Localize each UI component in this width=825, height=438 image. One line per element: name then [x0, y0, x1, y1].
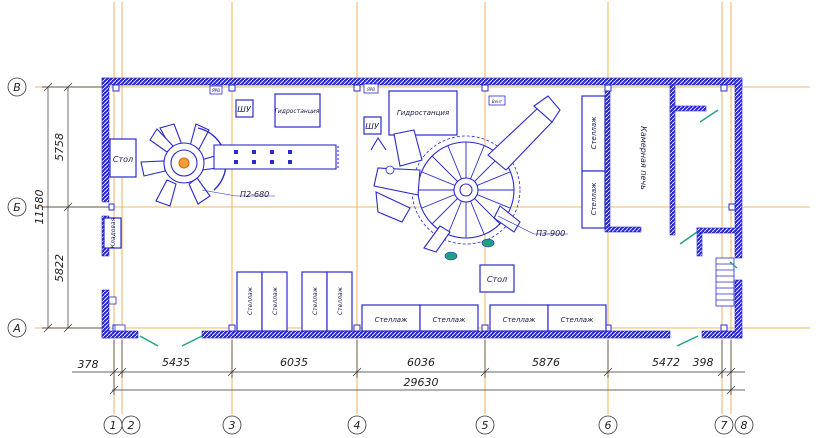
- press-2-label: П3-900: [536, 229, 565, 238]
- dimension-5876: 5876: [532, 356, 560, 369]
- rack-shelf-1-label: Стеллаж: [247, 286, 254, 315]
- rack-bottom-4-label: Стеллаж: [561, 316, 595, 324]
- dimension-6035: 6035: [280, 356, 308, 369]
- stand-table: Стол: [109, 138, 137, 178]
- cabinet-shu-2-label: ШУ: [365, 122, 380, 131]
- rack-shelf-2-label: Стеллаж: [272, 286, 279, 315]
- column-label-2: 2: [128, 419, 135, 432]
- table-center-label: Стол: [487, 275, 507, 284]
- furnace-label: Камерная печь: [639, 126, 648, 190]
- small-box-2-label: ЯРВ: [366, 87, 375, 92]
- column-markers: 1 2 3 4 5 6 7 8: [103, 415, 754, 435]
- row-label-a: А: [12, 322, 21, 335]
- hydrostation-2-label: Гидростанция: [397, 109, 449, 117]
- dimension-height-top: 5758: [53, 133, 66, 161]
- row-label-b: Б: [13, 201, 21, 214]
- small-box-3-label: Вент: [492, 99, 503, 104]
- small-details: [108, 165, 395, 332]
- stand-label: Стол: [113, 155, 133, 164]
- rack-bottom-1-label: Стеллаж: [375, 316, 409, 324]
- dimension-overall-height: 11580: [33, 190, 46, 225]
- vertical-dimensions: [42, 82, 110, 333]
- column-label-6: 6: [605, 419, 612, 432]
- dimension-398: 398: [693, 356, 714, 369]
- side-box: Кладовая: [103, 217, 122, 249]
- cabinet-shu-2: ШУ: [363, 116, 382, 135]
- dimension-378: 378: [78, 358, 99, 371]
- rack-bottom-2-label: Стеллаж: [433, 316, 467, 324]
- column-pads: [108, 84, 736, 332]
- hydrostation-2: Гидростанция: [388, 90, 458, 136]
- small-box-2: ЯРВ: [363, 83, 379, 94]
- rack-right-1: Стеллаж: [581, 95, 606, 172]
- door-swings: [139, 109, 738, 347]
- small-box-1: ЯРВ: [209, 85, 223, 95]
- column-label-3: 3: [229, 419, 236, 432]
- rotary-press-2: [370, 95, 561, 253]
- floor-racks: Стеллаж Стеллаж Стеллаж Стеллаж: [361, 304, 607, 332]
- stairs: [715, 257, 735, 307]
- cabinet-shu-1: ШУ: [235, 99, 254, 118]
- hydrostation-1-label: Гидростанция: [275, 108, 320, 115]
- shelf-racks: Стеллаж Стеллаж Стеллаж Стеллаж: [236, 271, 353, 332]
- dimension-5472: 5472: [652, 356, 680, 369]
- dimension-height-bottom: 5822: [53, 254, 66, 282]
- small-box-3: Вент: [488, 95, 506, 106]
- rack-right-2-label: Стеллаж: [590, 182, 598, 216]
- rack-bottom-3-label: Стеллаж: [503, 316, 537, 324]
- rack-right-2: Стеллаж: [581, 170, 606, 229]
- table-center: Стол: [479, 264, 515, 293]
- horizontal-dimensions: [72, 340, 745, 395]
- column-label-7: 7: [721, 419, 728, 432]
- dimension-6036: 6036: [407, 356, 435, 369]
- press-1-label: П2-680: [240, 190, 269, 199]
- rack-right-1-label: Стеллаж: [590, 116, 598, 150]
- column-label-8: 8: [741, 419, 748, 432]
- small-box-1-label: ЯРВ: [211, 88, 220, 93]
- dimension-overall-length: 29630: [404, 376, 439, 389]
- dimension-5435: 5435: [162, 356, 190, 369]
- cabinet-shu-1-label: ШУ: [237, 105, 252, 114]
- column-label-4: 4: [354, 419, 361, 432]
- rack-shelf-3-label: Стеллаж: [312, 286, 319, 315]
- tool-markers: [444, 238, 495, 261]
- hydrostation-1: Гидростанция: [274, 93, 321, 128]
- row-label-v: В: [13, 81, 21, 94]
- row-markers: В Б А: [7, 77, 27, 338]
- side-box-label: Кладовая: [110, 217, 117, 248]
- rack-shelf-4-label: Стеллаж: [337, 286, 344, 315]
- column-label-5: 5: [482, 419, 489, 432]
- rotary-press-1: [140, 123, 339, 207]
- column-label-1: 1: [110, 419, 117, 432]
- interior-walls: [604, 84, 738, 257]
